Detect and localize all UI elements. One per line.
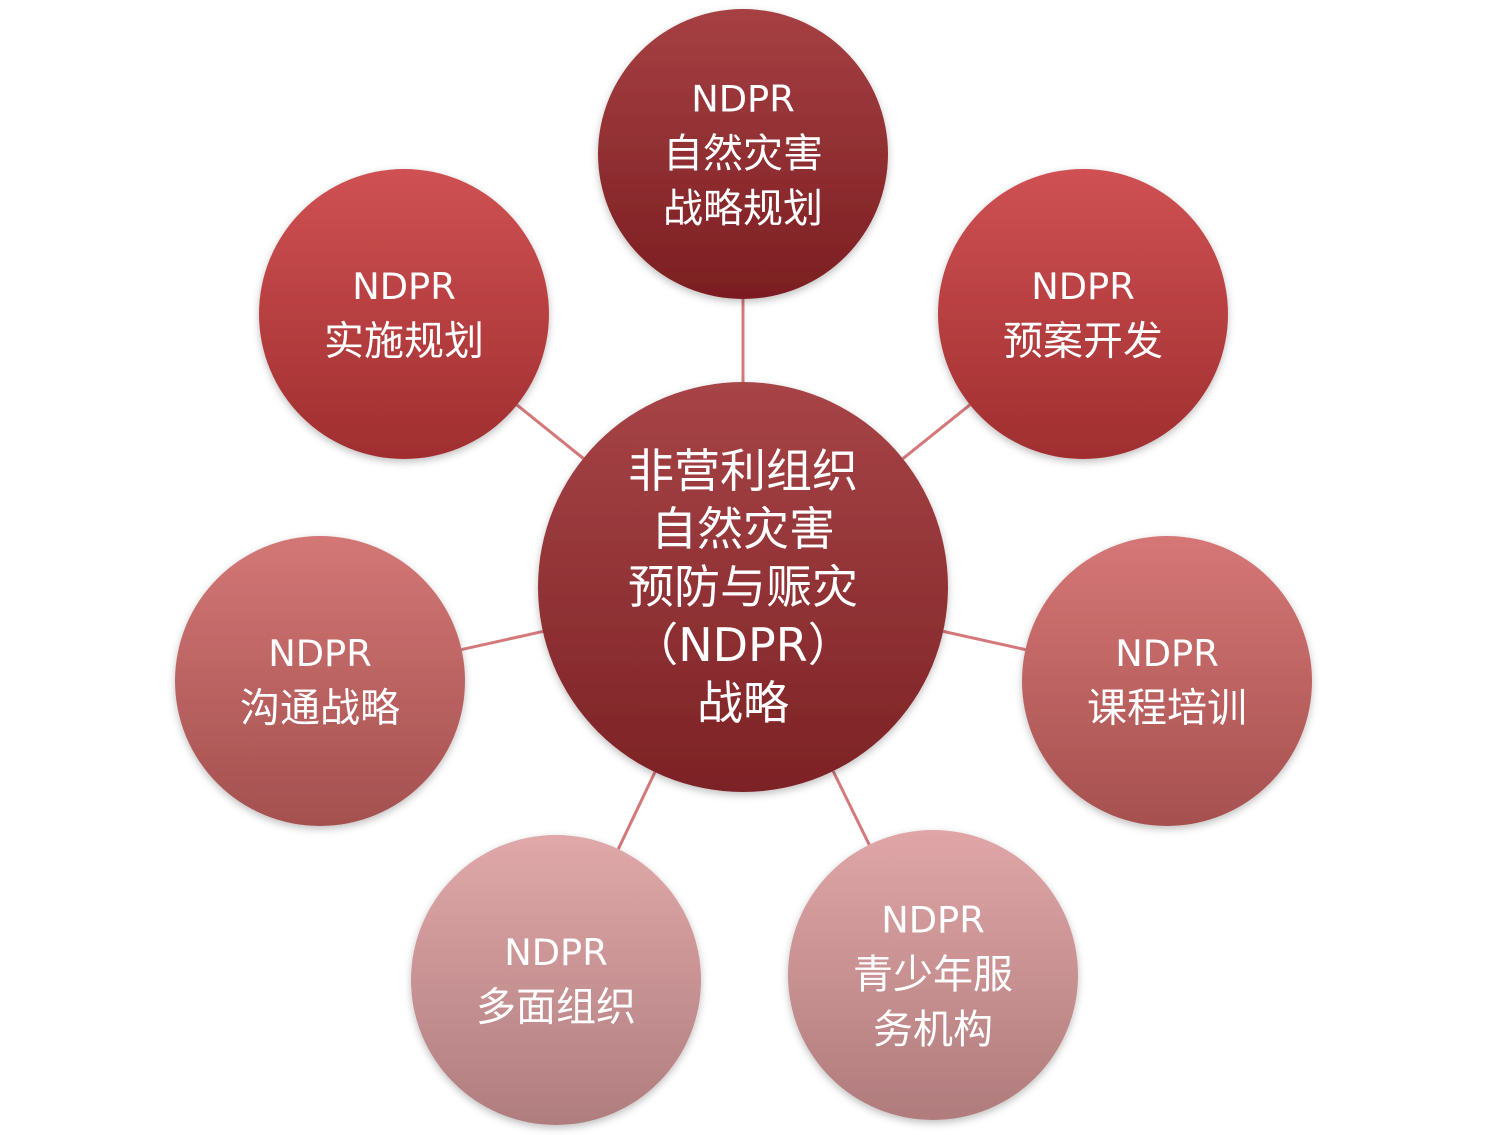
node-communication-strategy-line-1: 沟通战略 [240,686,400,732]
center-line-2: 预防与赈灾 [628,560,858,614]
center-line-1: 自然灾害 [651,502,835,556]
node-course-training: NDPR 课程培训 [1022,536,1312,826]
center-circle [538,382,948,792]
node-implementation-planning-line-1: 实施规划 [324,319,484,365]
node-circle-course-training [1022,536,1312,826]
node-communication-strategy: NDPR 沟通战略 [175,536,465,826]
connectors [461,299,1026,850]
node-youth-service-line-1: 青少年服 [853,952,1013,998]
connector-communication-strategy [461,630,544,652]
node-course-training-line-1: 课程培训 [1087,686,1247,732]
node-implementation-planning: NDPR 实施规划 [259,169,549,459]
node-multi-org-line-0: NDPR [504,931,608,974]
node-strategic-planning-line-0: NDPR [691,78,795,121]
node-strategic-planning-line-1: 自然灾害 [663,131,823,177]
node-circle-youth-service [788,830,1078,1120]
node-course-training-line-0: NDPR [1115,632,1219,675]
center-line-0: 非营利组织 [628,444,858,498]
connector-course-training [942,629,1026,652]
node-youth-service-line-2: 务机构 [873,1007,993,1053]
node-communication-strategy-line-0: NDPR [268,632,372,675]
center-line-3: （NDPR） [632,618,854,672]
node-plan-development-line-1: 预案开发 [1003,319,1163,365]
node-circle-implementation-planning [259,169,549,459]
connector-implementation-planning [515,403,585,460]
node-plan-development: NDPR 预案开发 [938,169,1228,459]
node-implementation-planning-line-0: NDPR [352,265,456,308]
connector-multi-org [616,771,657,850]
node-plan-development-line-0: NDPR [1031,265,1135,308]
node-circle-multi-org [411,835,701,1125]
node-multi-org: NDPR 多面组织 [411,835,701,1125]
node-circle-communication-strategy [175,536,465,826]
node-multi-org-line-1: 多面组织 [476,985,636,1031]
node-youth-service-line-0: NDPR [881,899,985,942]
connector-youth-service [831,770,871,846]
node-circle-strategic-planning [598,9,888,299]
nodes: NDPR自然灾害战略规划NDPR预案开发NDPR课程培训NDPR青少年服务机构N… [175,9,1312,1125]
node-strategic-planning-line-2: 战略规划 [663,186,823,232]
center-line-4: 战略 [697,676,789,730]
node-circle-plan-development [938,169,1228,459]
connector-plan-development [901,403,971,460]
